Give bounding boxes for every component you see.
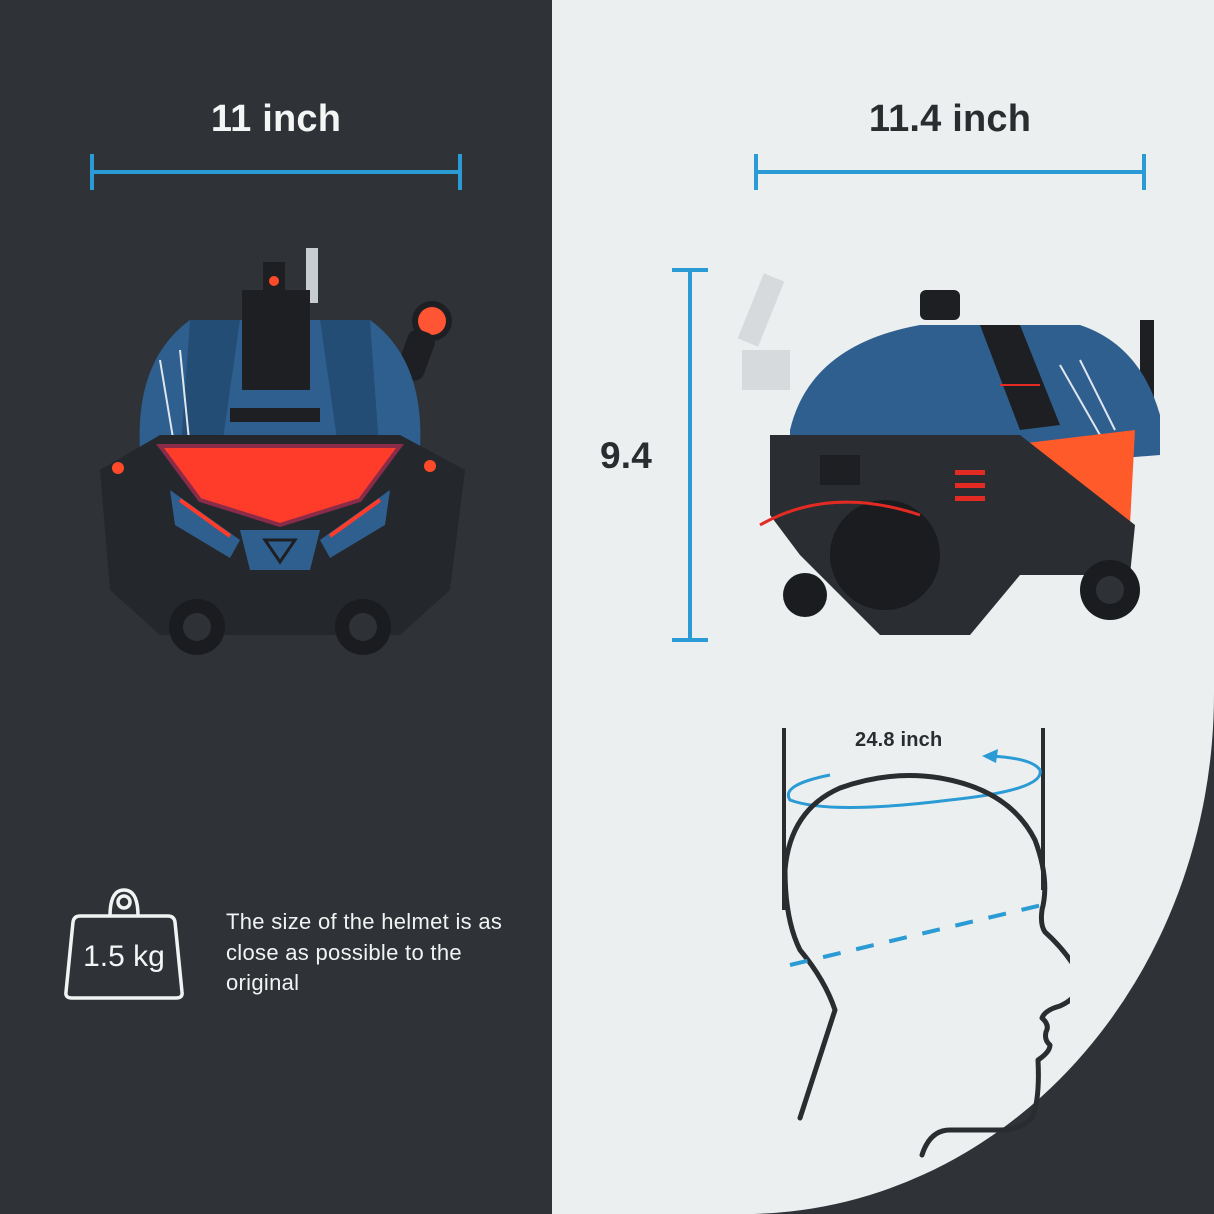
front-width-label: 11 inch [210,98,342,140]
weight-icon [64,888,184,1000]
side-helmet-image [737,273,1160,635]
head-circumference-diagram [782,728,1070,1158]
front-width-dimension-bar [90,154,462,190]
side-height-dimension-bar [672,268,708,642]
side-width-dimension-bar [754,154,1146,190]
weight-value: 1.5 kg [83,940,165,973]
side-height-label: 9.4 [600,435,653,476]
side-width-label: 11.4 inch [868,98,1032,140]
size-caption: The size of the helmet is as close as po… [226,909,503,995]
front-helmet-image [100,248,465,655]
circumference-label: 24.8 inch [855,729,943,751]
